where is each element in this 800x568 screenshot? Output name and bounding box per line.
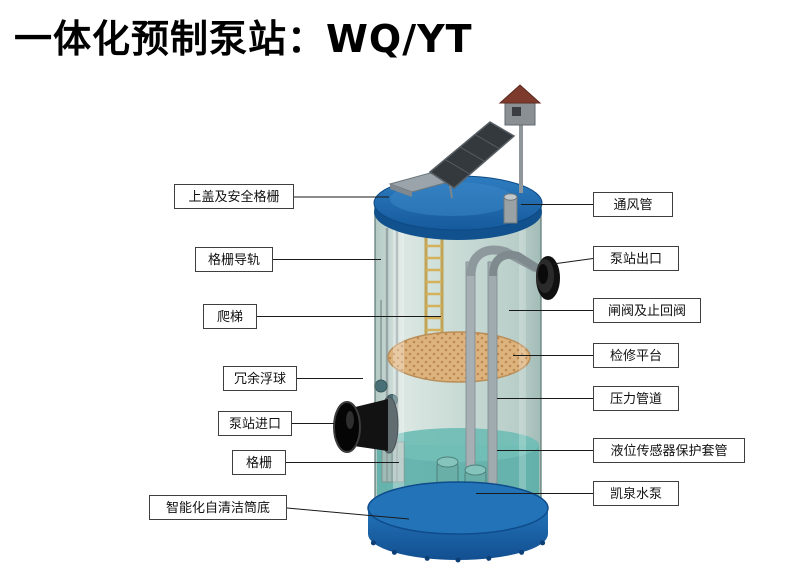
base-bolts: [370, 540, 546, 563]
solar-panel: [428, 121, 516, 199]
label-maintenance-platform: 检修平台: [593, 343, 679, 368]
label-grille: 格栅: [232, 450, 286, 475]
label-station-outlet: 泵站出口: [593, 246, 679, 271]
leader-lines: [257, 196, 594, 520]
label-top-cover-safety-grille: 上盖及安全格栅: [174, 184, 294, 209]
vent-pipe: [503, 193, 518, 224]
page-title: 一体化预制泵站：WQ/YT: [14, 17, 473, 61]
label-pressure-pipe: 压力管道: [593, 386, 679, 411]
roof-vent-assembly: [498, 84, 542, 193]
label-grille-guide-rail: 格栅导轨: [195, 247, 273, 272]
outlet-pipes: [466, 245, 560, 300]
label-ladder: 爬梯: [203, 304, 257, 329]
label-level-sensor-sleeve: 液位传感器保护套管: [593, 438, 745, 463]
label-self-cleaning-bottom: 智能化自清洁筒底: [149, 495, 287, 520]
label-vent-pipe: 通风管: [593, 192, 673, 217]
inlet-pipe: [333, 396, 399, 454]
tank-glass-overlay: [374, 206, 542, 531]
label-gate-check-valve: 闸阀及止回阀: [593, 298, 701, 323]
label-kaiquan-pump: 凯泉水泵: [593, 481, 679, 506]
tank-base: [367, 481, 549, 563]
label-redundant-float: 冗余浮球: [223, 366, 297, 391]
label-station-inlet: 泵站进口: [218, 411, 292, 436]
